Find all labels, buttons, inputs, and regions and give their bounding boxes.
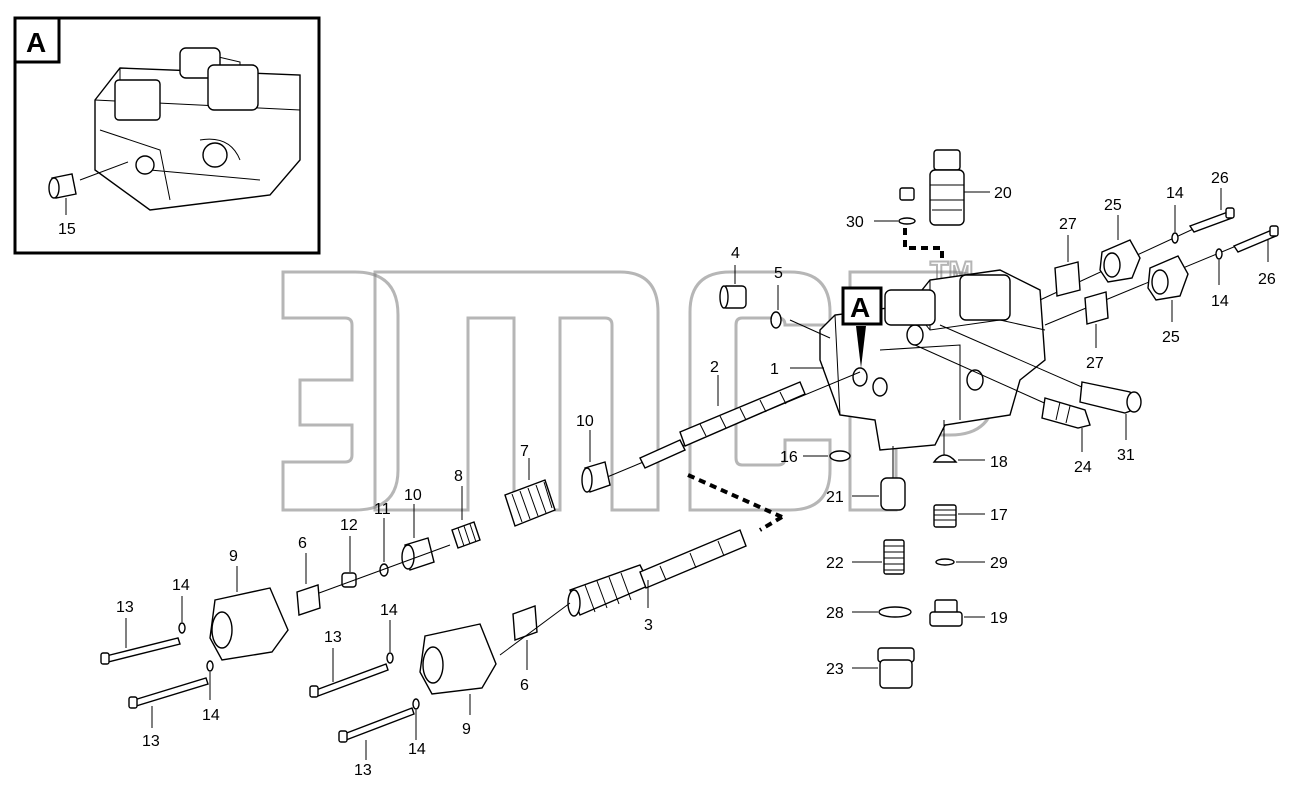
label-9b: 9 xyxy=(462,721,471,738)
label-28: 28 xyxy=(826,605,844,622)
part-9-cover-upper: 9 xyxy=(209,548,289,661)
main-callout: A xyxy=(841,286,883,368)
label-23: 23 xyxy=(826,661,844,678)
label-26a: 26 xyxy=(1211,170,1229,187)
label-2: 2 xyxy=(710,359,719,376)
label-14b: 14 xyxy=(202,707,220,724)
part-29-o-ring: 29 xyxy=(935,555,1008,572)
part-2-spool: 2 xyxy=(639,359,806,469)
label-29: 29 xyxy=(990,555,1008,572)
label-13b: 13 xyxy=(142,733,160,750)
label-12: 12 xyxy=(340,517,358,534)
part-27-gasket-lower: 27 xyxy=(1084,291,1109,372)
part-14-washer-a: 14 xyxy=(172,577,190,634)
part-9-cover-lower: 9 xyxy=(419,623,497,738)
part-21-piston: 21 xyxy=(826,477,906,511)
part-30-plug: 30 xyxy=(846,187,916,231)
label-22: 22 xyxy=(826,555,844,572)
part-6-gasket-upper: 6 xyxy=(296,535,321,616)
label-14c: 14 xyxy=(380,602,398,619)
part-13-bolt-d: 13 xyxy=(338,707,415,779)
label-9a: 9 xyxy=(229,548,238,565)
part-24-relief-valve: 24 xyxy=(1041,397,1092,476)
label-31: 31 xyxy=(1117,447,1135,464)
part-12-pin: 12 xyxy=(340,517,358,588)
label-14a: 14 xyxy=(172,577,190,594)
part-19-plug: 19 xyxy=(929,599,1008,627)
label-30: 30 xyxy=(846,214,864,231)
part-26-bolt-lower: 26 xyxy=(1232,225,1279,288)
part-16-o-ring: 16 xyxy=(780,449,851,466)
label-5: 5 xyxy=(774,265,783,282)
part-10-cap-upper: 10 xyxy=(576,413,611,493)
inset-view: A 15 xyxy=(13,16,321,255)
label-16: 16 xyxy=(780,449,798,466)
label-6a: 6 xyxy=(298,535,307,552)
label-10a: 10 xyxy=(576,413,594,430)
label-26b: 26 xyxy=(1258,271,1276,288)
label-14e: 14 xyxy=(1166,185,1184,202)
label-4: 4 xyxy=(731,245,740,262)
label-8: 8 xyxy=(454,468,463,485)
label-7: 7 xyxy=(520,443,529,460)
part-17-spring: 17 xyxy=(933,504,1008,528)
part-25-cover-upper: 25 xyxy=(1099,197,1141,283)
part-22-spring: 22 xyxy=(826,539,905,575)
label-15: 15 xyxy=(58,221,76,238)
label-13c: 13 xyxy=(324,629,342,646)
part-6-gasket-lower: 6 xyxy=(512,605,538,694)
label-19: 19 xyxy=(990,610,1008,627)
part-3-spool: 3 xyxy=(567,529,747,634)
label-24: 24 xyxy=(1074,459,1092,476)
inset-callout-label: A xyxy=(26,27,46,58)
label-1: 1 xyxy=(770,361,779,378)
part-15-plug xyxy=(48,173,77,199)
part-27-gasket-upper: 27 xyxy=(1054,216,1081,297)
label-13d: 13 xyxy=(354,762,372,779)
part-14-washer-c: 14 xyxy=(380,602,398,664)
label-11: 11 xyxy=(374,501,391,518)
part-28-o-ring: 28 xyxy=(826,605,912,622)
label-13a: 13 xyxy=(116,599,134,616)
part-4-plug: 4 xyxy=(719,245,747,309)
main-callout-label: A xyxy=(850,292,870,323)
label-6b: 6 xyxy=(520,677,529,694)
part-26-bolt-upper: 26 xyxy=(1188,170,1235,233)
part-5-o-ring: 5 xyxy=(770,265,831,339)
part-11-ring: 11 xyxy=(374,501,391,577)
part-8-spring: 8 xyxy=(451,468,481,549)
part-25-cover-lower: 25 xyxy=(1147,255,1189,346)
part-23-plug: 23 xyxy=(826,647,915,689)
label-17: 17 xyxy=(990,507,1008,524)
part-10-cap-lower: 10 xyxy=(401,487,435,571)
part-14-washer-d: 14 xyxy=(408,698,426,758)
label-18: 18 xyxy=(990,454,1008,471)
part-13-bolt-b: 13 xyxy=(128,677,209,750)
part-14-washer-b: 14 xyxy=(202,660,220,724)
part-13-bolt-a: 13 xyxy=(100,599,181,665)
label-21: 21 xyxy=(826,489,844,506)
label-14d: 14 xyxy=(408,741,426,758)
label-14f: 14 xyxy=(1211,293,1229,310)
label-25b: 25 xyxy=(1162,329,1180,346)
part-13-bolt-c: 13 xyxy=(309,629,389,698)
label-27b: 27 xyxy=(1086,355,1104,372)
label-25a: 25 xyxy=(1104,197,1122,214)
part-20-relief-valve: 20 xyxy=(929,149,1012,226)
part-14-washer-right-upper: 14 xyxy=(1166,185,1184,244)
label-20: 20 xyxy=(994,185,1012,202)
inset-valve-block xyxy=(94,47,301,211)
label-3: 3 xyxy=(644,617,653,634)
label-10b: 10 xyxy=(404,487,422,504)
part-18-ball: 18 xyxy=(932,454,1008,471)
part-31-relief-valve: 31 xyxy=(1079,381,1142,464)
part-7-spring: 7 xyxy=(504,443,556,527)
label-27a: 27 xyxy=(1059,216,1077,233)
part-14-washer-right-lower: 14 xyxy=(1211,248,1229,310)
